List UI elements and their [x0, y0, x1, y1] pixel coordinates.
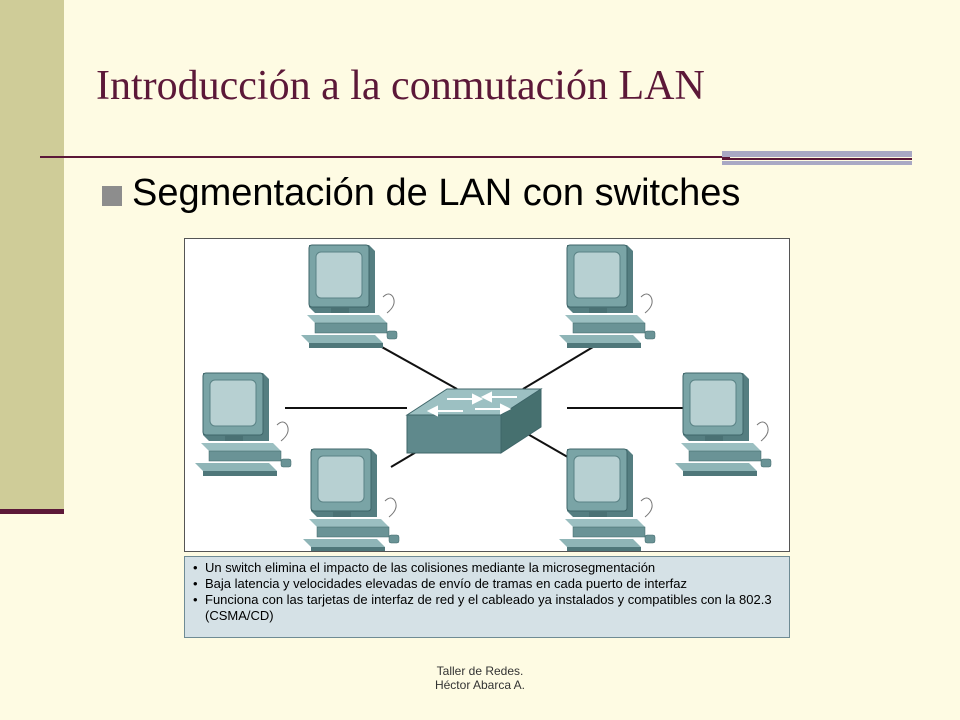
computer-icon [302, 448, 400, 551]
note-item: Baja latencia y velocidades elevadas de … [191, 576, 783, 592]
computer-icon [558, 448, 656, 551]
network-diagram [184, 238, 790, 552]
sidebar-band [0, 0, 64, 512]
slide-title: Introducción a la conmutación LAN [96, 63, 705, 109]
footer-course: Taller de Redes. [436, 664, 524, 678]
title-underline-accent-top [722, 151, 912, 157]
note-item: Funciona con las tarjetas de interfaz de… [191, 592, 783, 624]
title-underline [40, 156, 730, 158]
title-underline-accent-line [722, 158, 912, 160]
computer-icon [674, 372, 772, 477]
computer-icon [558, 244, 656, 349]
computer-icon [300, 244, 398, 349]
footer-author: Héctor Abarca A. [434, 678, 526, 692]
diagram-notes: Un switch elimina el impacto de las coli… [184, 556, 790, 638]
link-top-left [370, 340, 458, 390]
network-diagram-canvas [194, 244, 772, 551]
computer-icon [194, 372, 292, 477]
note-item: Un switch elimina el impacto de las coli… [191, 560, 783, 576]
link-top-right [522, 340, 604, 390]
slide-footer: Taller de Redes. Héctor Abarca A. [380, 664, 580, 692]
sidebar-accent-line [0, 509, 64, 514]
bullet-text: Segmentación de LAN con switches [132, 172, 741, 214]
bullet-marker [102, 186, 122, 206]
switch-icon [405, 388, 543, 454]
title-underline-accent-bottom [722, 161, 912, 165]
